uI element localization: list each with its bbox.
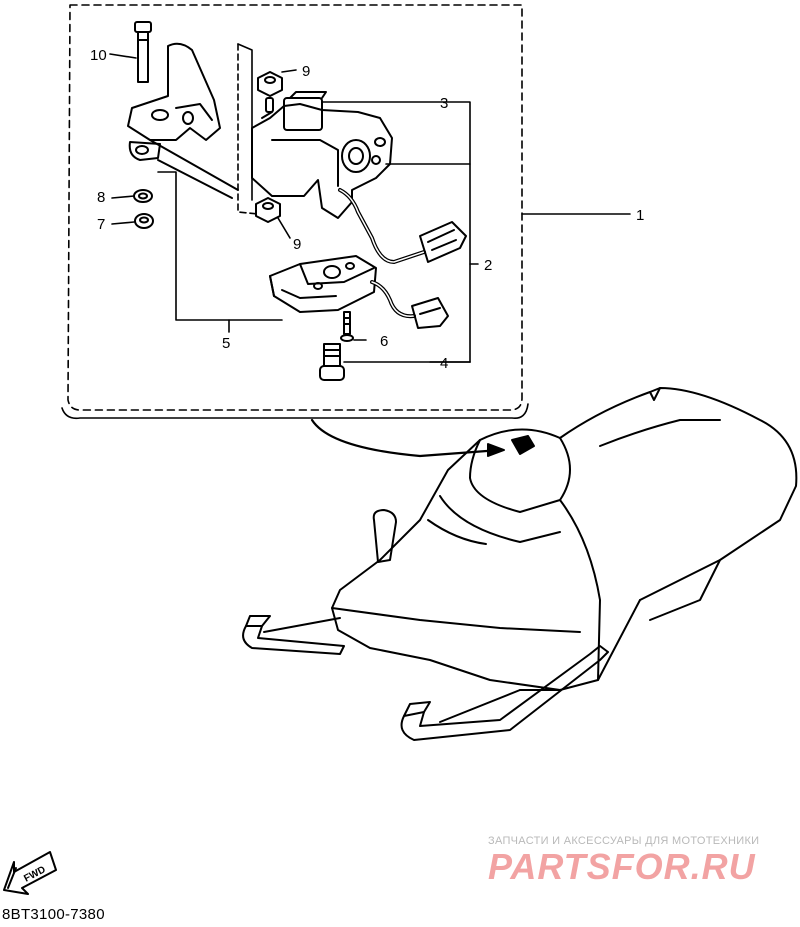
nut-7-shape [134, 213, 154, 229]
callout-8: 8 [97, 189, 105, 206]
bolt-10-shape [134, 21, 152, 83]
washer-8-shape [133, 189, 153, 203]
bolt-4-shape [319, 343, 345, 381]
callout-9-top: 9 [302, 63, 310, 80]
bracket-shape [127, 42, 239, 199]
watermark-tagline: ЗАПЧАСТИ И АКСЕССУАРЫ ДЛЯ МОТОТЕХНИКИ [488, 835, 760, 847]
leader-5-bracket [157, 171, 283, 321]
watermark-logo: PARTSFOR.RU [488, 846, 756, 887]
snowmobile-shape [242, 387, 798, 741]
assembly-frame [67, 4, 523, 411]
callout-10: 10 [90, 47, 107, 64]
cable-4-shape [370, 280, 416, 319]
nut-9-bottom-shape [255, 197, 281, 223]
location-mark [511, 435, 535, 455]
location-arrow [310, 418, 502, 458]
callout-4: 4 [440, 355, 448, 372]
nut-9-top-shape [257, 71, 283, 97]
callout-5: 5 [222, 335, 230, 352]
screw-6-shape [340, 311, 354, 342]
callout-2: 2 [484, 257, 492, 274]
callout-3: 3 [440, 95, 448, 112]
fwd-arrow-icon [3, 851, 57, 895]
connector-4-shape [411, 297, 449, 329]
callout-9-bottom: 9 [293, 236, 301, 253]
callout-6: 6 [380, 333, 388, 350]
unit-3-shape [251, 91, 393, 219]
unit-4-shape [269, 255, 377, 313]
connector-2-shape [419, 221, 467, 263]
callout-1: 1 [636, 207, 644, 224]
diagram-part-code: 8BT3100-7380 [2, 906, 105, 923]
assembly-frame-bottom [61, 403, 529, 420]
callout-7: 7 [97, 216, 105, 233]
